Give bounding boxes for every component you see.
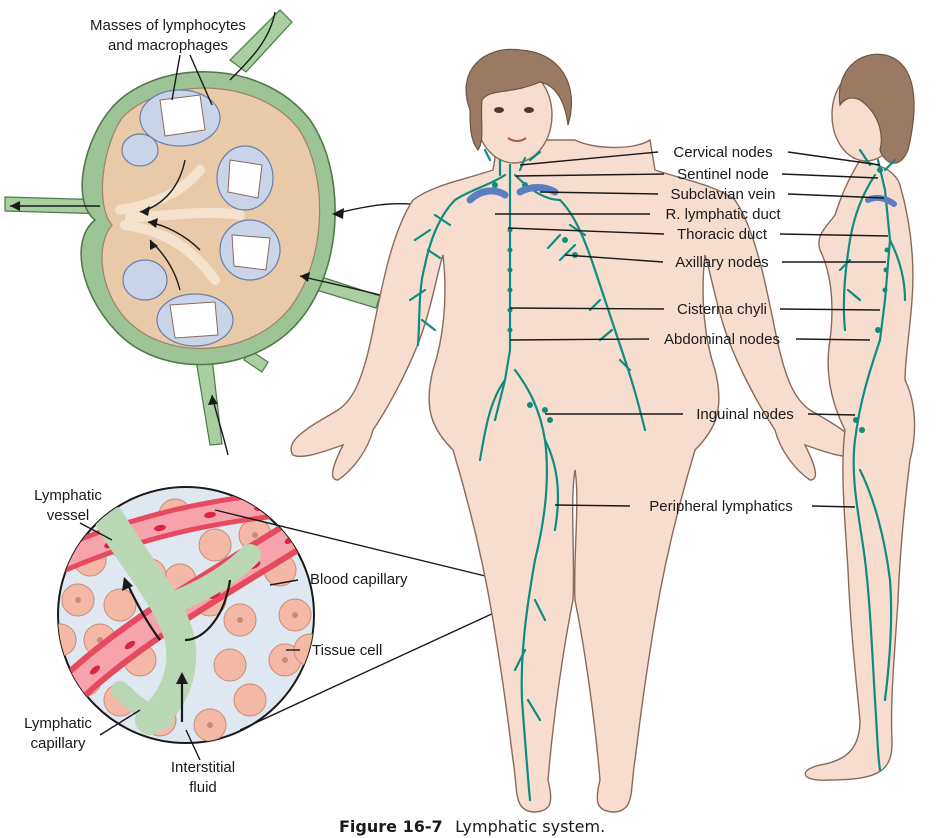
lymphocyte-masses-label-2: and macrophages bbox=[108, 37, 228, 54]
label-thoracic-duct: Thoracic duct bbox=[677, 226, 768, 243]
lymph-node-illustration bbox=[4, 9, 381, 456]
front-body-figure bbox=[290, 48, 858, 813]
tissue-cell-label: Tissue cell bbox=[312, 642, 382, 659]
label-r-lymphatic-duct: R. lymphatic duct bbox=[665, 206, 781, 223]
figure-title: Lymphatic system. bbox=[455, 817, 605, 836]
figure-number: Figure 16-7 bbox=[339, 817, 443, 836]
interstitial-fluid-label-1: Interstitial bbox=[171, 759, 235, 776]
lymphatic-capillary-label-2: capillary bbox=[30, 735, 86, 752]
interstitial-fluid-label-2: fluid bbox=[189, 779, 217, 796]
lymphatic-capillary-label-1: Lymphatic bbox=[24, 715, 92, 732]
side-body-figure bbox=[804, 53, 916, 781]
label-cervical-nodes: Cervical nodes bbox=[673, 144, 772, 161]
body-leader-lines bbox=[495, 151, 889, 508]
capillary-illustration bbox=[57, 486, 523, 761]
label-cisterna-chyli: Cisterna chyli bbox=[677, 301, 767, 318]
label-inguinal-nodes: Inguinal nodes bbox=[696, 406, 794, 423]
label-axillary-nodes: Axillary nodes bbox=[675, 254, 768, 271]
figure-caption: Figure 16-7 Lymphatic system. bbox=[339, 817, 605, 836]
lymphatic-vessel-label-2: vessel bbox=[47, 507, 90, 524]
lymphocyte-masses-label-1: Masses of lymphocytes bbox=[90, 17, 246, 34]
label-subclavian-vein: Subclavian vein bbox=[670, 186, 775, 203]
label-sentinel-node: Sentinel node bbox=[677, 166, 769, 183]
label-abdominal-nodes: Abdominal nodes bbox=[664, 331, 780, 348]
label-peripheral-lymphatics: Peripheral lymphatics bbox=[649, 498, 792, 515]
lymphatic-vessel-label-1: Lymphatic bbox=[34, 487, 102, 504]
blood-capillary-label: Blood capillary bbox=[310, 571, 408, 588]
